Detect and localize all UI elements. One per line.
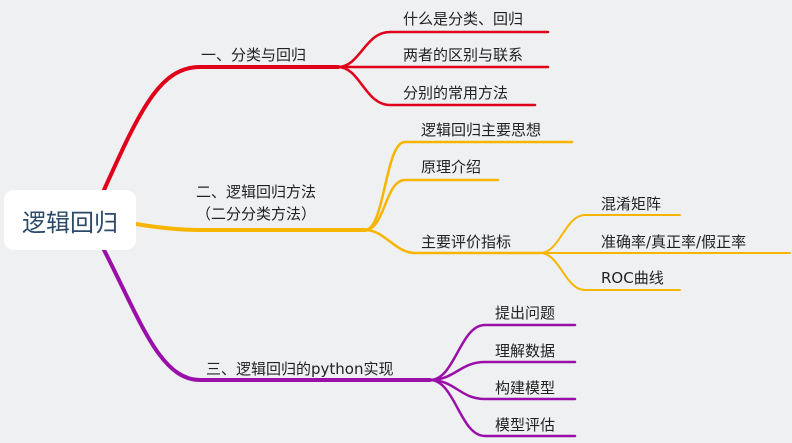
branch-method-label-line1: 二、逻辑回归方法 (196, 183, 317, 201)
topic-model-evaluation[interactable]: 模型评估 (495, 416, 556, 434)
topic-build-model[interactable]: 构建模型 (495, 379, 556, 397)
edge-main-branch-1 (102, 65, 340, 192)
topic-differences-and-relations[interactable]: 两者的区别与联系 (403, 46, 524, 64)
branch-logistic-regression-method-label[interactable]: 二、逻辑回归方法 （二分分类方法） (196, 181, 316, 225)
topic-principle-introduction[interactable]: 原理介绍 (421, 158, 482, 176)
central-topic-label: 逻辑回归 (22, 208, 118, 237)
branch-classification-regression-label[interactable]: 一、分类与回归 (201, 46, 307, 64)
edge-b1-child-1 (336, 30, 550, 69)
topic-understand-data[interactable]: 理解数据 (495, 342, 556, 360)
topic-roc-curve[interactable]: ROC曲线 (601, 269, 664, 287)
topic-what-is-classification-regression[interactable]: 什么是分类、回归 (403, 10, 524, 28)
topic-raise-question[interactable]: 提出问题 (495, 304, 556, 322)
edge-b3-child-1 (428, 323, 577, 382)
branch-python-implementation-label[interactable]: 三、逻辑回归的python实现 (206, 360, 394, 378)
edge-b3-child-2 (428, 360, 577, 382)
edge-main-branch-2 (134, 222, 367, 232)
edge-b1-child-3 (336, 65, 537, 107)
topic-common-methods[interactable]: 分别的常用方法 (403, 84, 509, 102)
edge-b3-child-4 (428, 378, 577, 438)
edge-b2-child-3 (363, 228, 542, 255)
topic-evaluation-metrics[interactable]: 主要评价指标 (421, 233, 512, 251)
branch-method-label-line2: （二分分类方法） (196, 205, 317, 223)
edge-main-branch-3 (102, 248, 432, 382)
topic-confusion-matrix[interactable]: 混淆矩阵 (601, 195, 662, 213)
topic-accuracy-tpr-fpr[interactable]: 准确率/真正率/假正率 (601, 233, 747, 251)
edge-b2-metric-3 (539, 252, 681, 291)
edge-b2-child-2 (363, 178, 500, 232)
topic-main-idea[interactable]: 逻辑回归主要思想 (421, 121, 542, 139)
central-topic-node[interactable]: 逻辑回归 (4, 190, 136, 250)
edge-b2-metric-1 (539, 214, 681, 254)
edge-b2-child-1 (363, 140, 574, 232)
